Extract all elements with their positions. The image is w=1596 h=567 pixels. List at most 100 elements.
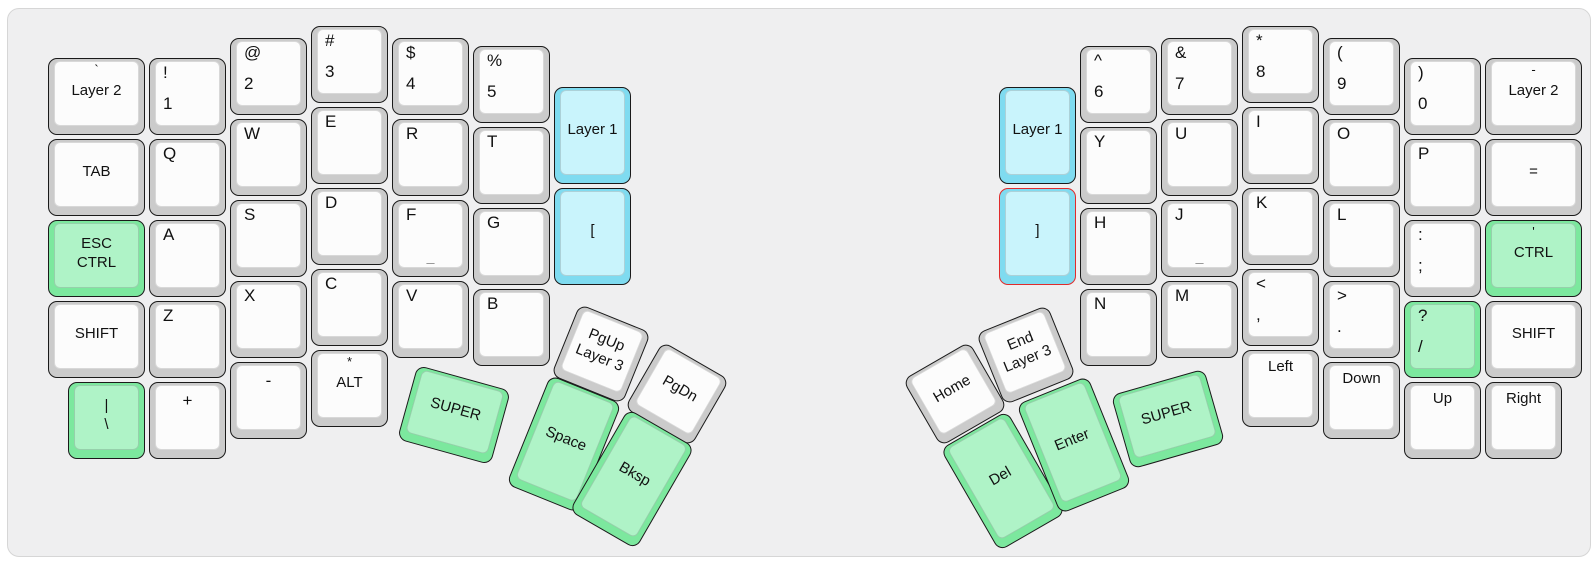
keycap-top: W bbox=[236, 122, 301, 187]
key-question-slash[interactable]: ?/ bbox=[1404, 301, 1481, 378]
key-star-8[interactable]: *8 bbox=[1242, 26, 1319, 103]
key-v[interactable]: V bbox=[392, 281, 469, 358]
key-a[interactable]: A bbox=[149, 220, 226, 297]
key-legend-center: Layer 1 bbox=[561, 91, 624, 174]
key-colon-semicolon[interactable]: :; bbox=[1404, 220, 1481, 297]
key-pipe-backslash[interactable]: |\ bbox=[68, 382, 145, 459]
key-w[interactable]: W bbox=[230, 119, 307, 196]
key-legend-sub: , bbox=[1256, 305, 1261, 324]
key-legend-topcenter: Left bbox=[1267, 358, 1294, 375]
key-l[interactable]: L bbox=[1323, 200, 1400, 277]
keycap-top: Layer 1 bbox=[560, 90, 625, 175]
key-legend-line: = bbox=[1529, 163, 1538, 180]
key-p[interactable]: P bbox=[1404, 139, 1481, 216]
key-left-arrow[interactable]: Left bbox=[1242, 350, 1319, 427]
key-super-left[interactable]: SUPER bbox=[396, 364, 512, 466]
key-rbracket[interactable]: ] bbox=[999, 188, 1076, 285]
key-tab[interactable]: TAB bbox=[48, 139, 145, 216]
key-legend-line: Home bbox=[930, 371, 974, 407]
key-i[interactable]: I bbox=[1242, 107, 1319, 184]
key-legend-top: R bbox=[406, 124, 419, 143]
key-b[interactable]: B bbox=[473, 289, 550, 366]
key-plus[interactable]: + bbox=[149, 382, 226, 459]
keycap-top: 'CTRL bbox=[1491, 223, 1576, 288]
key-s[interactable]: S bbox=[230, 200, 307, 277]
keycap-top: )0 bbox=[1410, 61, 1475, 126]
key-legend-line: CTRL bbox=[76, 253, 117, 271]
key-right-arrow[interactable]: Right bbox=[1485, 382, 1562, 459]
keycap-top: &7 bbox=[1167, 41, 1232, 106]
keycap-top: O bbox=[1329, 122, 1394, 187]
key-lt-comma[interactable]: <, bbox=[1242, 269, 1319, 346]
key-legend-line: Space bbox=[543, 422, 590, 455]
key-k[interactable]: K bbox=[1242, 188, 1319, 265]
key-legend-top: : bbox=[1418, 225, 1423, 244]
key-minus-layer2[interactable]: -Layer 2 bbox=[1485, 58, 1582, 135]
keycap-top: *8 bbox=[1248, 29, 1313, 94]
keycap-top: ?/ bbox=[1410, 304, 1475, 369]
keycap-top: S bbox=[236, 203, 301, 268]
key-legend-top: * bbox=[1256, 31, 1263, 50]
key-hash-3[interactable]: #3 bbox=[311, 26, 388, 103]
key-legend-top: S bbox=[244, 205, 256, 224]
key-f[interactable]: F_ bbox=[392, 200, 469, 277]
key-d[interactable]: D bbox=[311, 188, 388, 265]
key-gt-period[interactable]: >. bbox=[1323, 281, 1400, 358]
key-quote-ctrl[interactable]: 'CTRL bbox=[1485, 220, 1582, 297]
key-caret-6[interactable]: ^6 bbox=[1080, 46, 1157, 123]
key-rparen-0[interactable]: )0 bbox=[1404, 58, 1481, 135]
key-legend-top: P bbox=[1418, 144, 1430, 163]
key-m[interactable]: M bbox=[1161, 281, 1238, 358]
key-legend-center: |\ bbox=[75, 386, 138, 449]
key-g[interactable]: G bbox=[473, 208, 550, 285]
key-t[interactable]: T bbox=[473, 127, 550, 204]
key-lparen-9[interactable]: (9 bbox=[1323, 38, 1400, 115]
key-c[interactable]: C bbox=[311, 269, 388, 346]
key-amp-7[interactable]: &7 bbox=[1161, 38, 1238, 115]
key-legend-top: I bbox=[1256, 112, 1261, 131]
key-q[interactable]: Q bbox=[149, 139, 226, 216]
key-layer1-left[interactable]: Layer 1 bbox=[554, 87, 631, 184]
key-minus[interactable]: - bbox=[230, 362, 307, 439]
key-up-arrow[interactable]: Up bbox=[1404, 382, 1481, 459]
key-legend-top: T bbox=[487, 132, 498, 151]
key-j[interactable]: J_ bbox=[1161, 200, 1238, 277]
key-star-alt[interactable]: *ALT bbox=[311, 350, 388, 427]
key-legend-top: # bbox=[325, 31, 335, 50]
key-h[interactable]: H bbox=[1080, 208, 1157, 285]
key-y[interactable]: Y bbox=[1080, 127, 1157, 204]
key-at-2[interactable]: @2 bbox=[230, 38, 307, 115]
key-x[interactable]: X bbox=[230, 281, 307, 358]
key-r[interactable]: R bbox=[392, 119, 469, 196]
key-excl-1[interactable]: !1 bbox=[149, 58, 226, 135]
key-shift-right[interactable]: SHIFT bbox=[1485, 301, 1582, 378]
key-legend-top: X bbox=[244, 286, 256, 305]
keycap-top: !1 bbox=[155, 61, 220, 126]
key-z[interactable]: Z bbox=[149, 301, 226, 378]
key-percent-5[interactable]: %5 bbox=[473, 46, 550, 123]
key-equals[interactable]: = bbox=[1485, 139, 1582, 216]
key-legend-top: > bbox=[1337, 286, 1347, 305]
key-n[interactable]: N bbox=[1080, 289, 1157, 366]
key-legend-top: G bbox=[487, 213, 501, 232]
keycap-top: SUPER bbox=[405, 369, 505, 455]
key-u[interactable]: U bbox=[1161, 119, 1238, 196]
key-legend-sub: / bbox=[1418, 337, 1423, 356]
key-e[interactable]: E bbox=[311, 107, 388, 184]
key-legend-line: \ bbox=[104, 415, 109, 433]
key-layer1-right[interactable]: Layer 1 bbox=[999, 87, 1076, 184]
key-dollar-4[interactable]: $4 bbox=[392, 38, 469, 115]
keycap-top: ^6 bbox=[1086, 49, 1151, 114]
key-shift-left[interactable]: SHIFT bbox=[48, 301, 145, 378]
key-legend-center: SHIFT bbox=[1492, 305, 1575, 368]
key-grave-layer2[interactable]: `Layer 2 bbox=[48, 58, 145, 135]
key-lbracket[interactable]: [ bbox=[554, 188, 631, 285]
key-legend-line: Layer 1 bbox=[1012, 121, 1063, 138]
key-o[interactable]: O bbox=[1323, 119, 1400, 196]
key-super-right[interactable]: SUPER bbox=[1110, 368, 1226, 470]
key-down-arrow[interactable]: Down bbox=[1323, 362, 1400, 439]
key-legend-center: SHIFT bbox=[55, 305, 138, 368]
